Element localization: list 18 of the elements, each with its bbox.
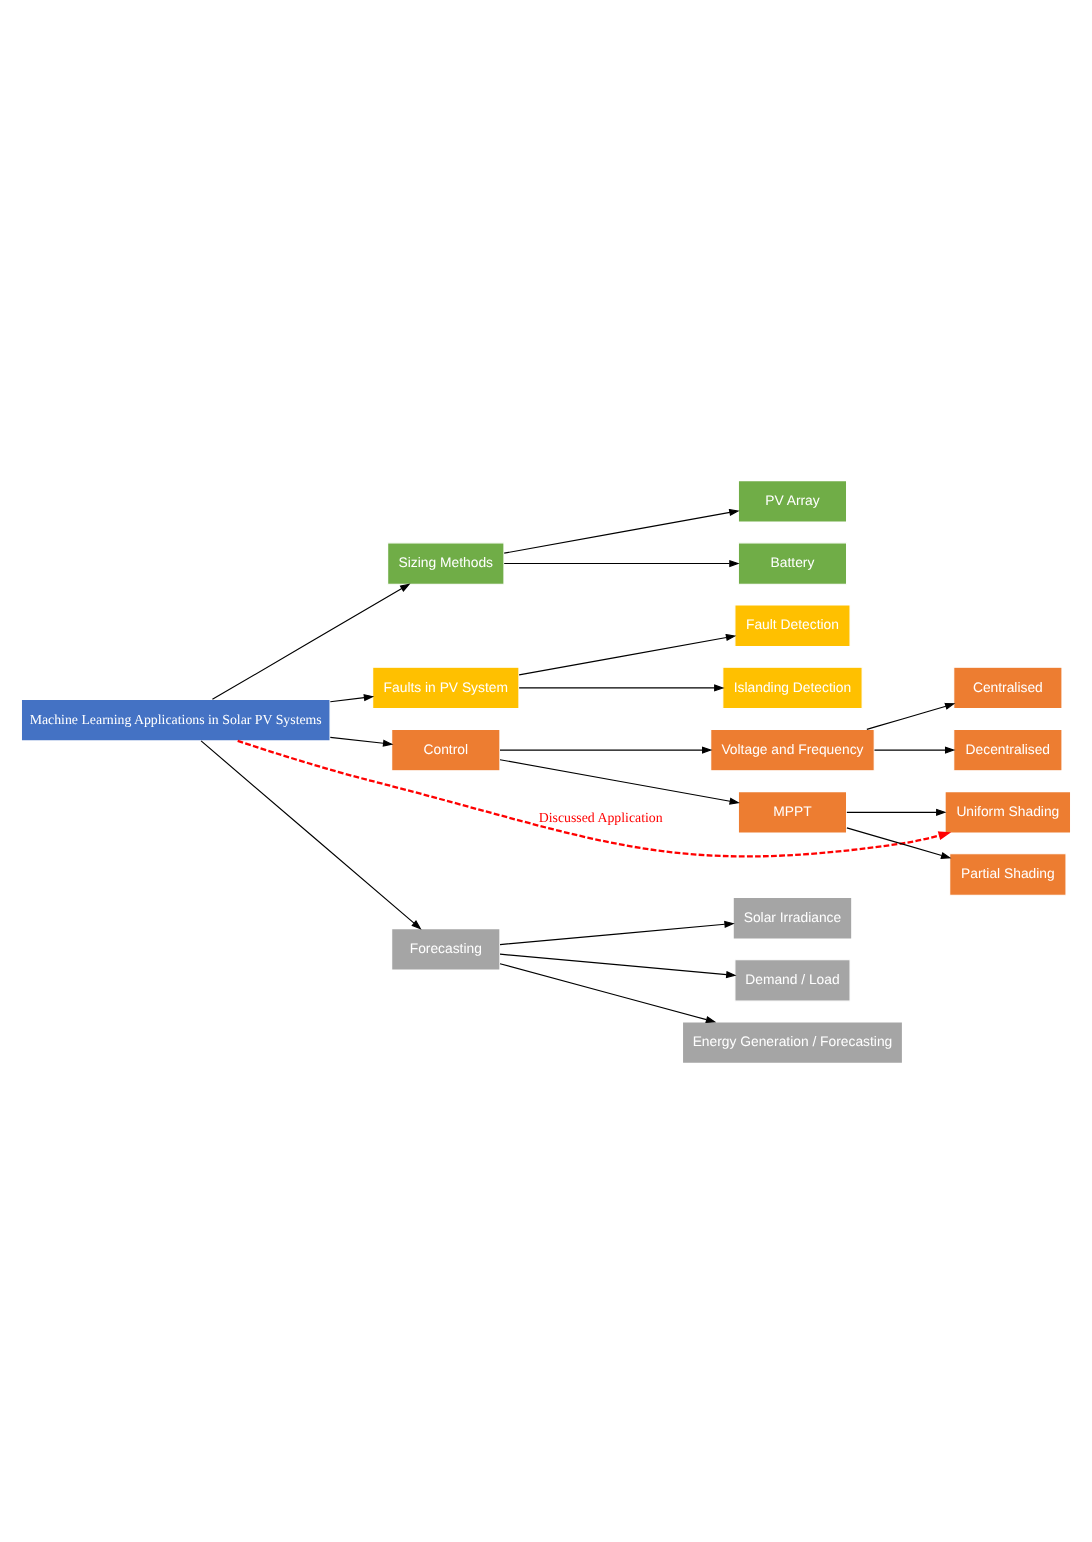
arrow: [237, 738, 952, 857]
arrow: [329, 693, 375, 702]
arrow: [499, 952, 737, 978]
arrow: [518, 683, 725, 691]
arrow: [846, 826, 952, 858]
arrow: [518, 632, 737, 675]
arrow: [200, 739, 422, 929]
arrow: [503, 558, 740, 567]
arrow: [499, 919, 735, 945]
arrow: [846, 807, 947, 815]
arrow: [499, 962, 717, 1023]
arrow: [211, 582, 411, 699]
arrow: [866, 701, 956, 729]
arrow: [873, 745, 956, 753]
arrow: [499, 745, 713, 753]
arrow: [329, 735, 394, 746]
arrow: [503, 507, 740, 553]
arrow: [499, 758, 740, 804]
